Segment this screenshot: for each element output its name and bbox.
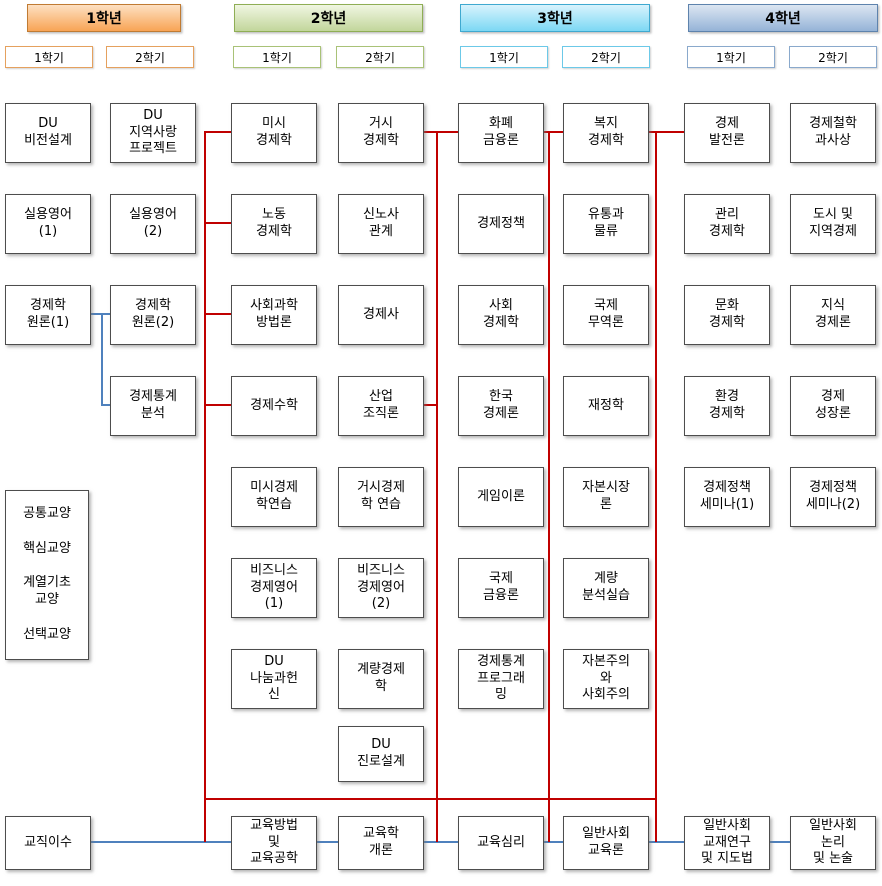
course-economic-development: 경제 발전론 (684, 103, 770, 163)
teaching-certificate-box: 교직이수 (5, 816, 91, 870)
course-urban-regional-economy: 도시 및 지역경제 (790, 194, 876, 254)
course-teaching-methods: 교육방법 및 교육공학 (231, 816, 317, 870)
course-capital-markets: 자본시장 론 (563, 467, 649, 527)
course-du-career: DU 진로설계 (338, 726, 424, 782)
course-money-finance: 화폐 금융론 (458, 103, 544, 163)
prereq-line (424, 404, 438, 406)
course-econometrics: 계량경제 학 (338, 649, 424, 709)
course-game-theory: 게임이론 (458, 467, 544, 527)
course-industrial-organization: 산업 조직론 (338, 376, 424, 436)
prereq-line (204, 222, 231, 224)
course-social-science-methodology: 사회과학 방법론 (231, 285, 317, 345)
course-cultural-economics: 문화 경제학 (684, 285, 770, 345)
course-social-economics: 사회 경제학 (458, 285, 544, 345)
course-micro-practice: 미시경제 학연습 (231, 467, 317, 527)
semester-tab-year3-sem2: 2학기 (562, 46, 650, 68)
course-microeconomics: 미시 경제학 (231, 103, 317, 163)
course-macro-practice: 거시경제 학 연습 (338, 467, 424, 527)
course-economic-growth: 경제 성장론 (790, 376, 876, 436)
semester-tab-year1-sem2: 2학기 (106, 46, 194, 68)
prereq-line (204, 798, 657, 800)
general-education-item: 공통교양 (23, 505, 71, 521)
course-du-sharing: DU 나눔과헌 신 (231, 649, 317, 709)
course-capitalism-socialism: 자본주의 와 사회주의 (563, 649, 649, 709)
general-education-item: 선택교양 (23, 627, 71, 643)
course-policy-seminar-1: 경제정책 세미나(1) (684, 467, 770, 527)
prereq-line (543, 131, 563, 133)
course-business-english-2: 비즈니스 경제영어 (2) (338, 558, 424, 618)
semester-tab-year2-sem2: 2학기 (336, 46, 424, 68)
course-knowledge-economy: 지식 경제론 (790, 285, 876, 345)
course-international-finance: 국제 금융론 (458, 558, 544, 618)
prereq-line (436, 131, 438, 842)
course-social-studies-logic: 일반사회 논리 및 논술 (790, 816, 876, 870)
year-header-4: 4학년 (688, 4, 878, 32)
course-economic-philosophy: 경제철학 과사상 (790, 103, 876, 163)
course-education-intro: 교육학 개론 (338, 816, 424, 870)
linkage-line (101, 404, 110, 406)
prereq-line (548, 131, 550, 842)
semester-tab-year1-sem1: 1학기 (5, 46, 93, 68)
semester-tab-year4-sem1: 1학기 (687, 46, 775, 68)
course-public-finance: 재정학 (563, 376, 649, 436)
semester-tab-year4-sem2: 2학기 (789, 46, 877, 68)
prereq-line (204, 131, 206, 842)
course-new-labor-relations: 신노사 관계 (338, 194, 424, 254)
course-du-community-project: DU 지역사랑 프로젝트 (110, 103, 196, 163)
course-economic-policy: 경제정책 (458, 194, 544, 254)
year-header-2: 2학년 (234, 4, 423, 32)
prereq-line (649, 131, 684, 133)
course-korean-economy: 한국 경제론 (458, 376, 544, 436)
course-policy-seminar-2: 경제정책 세미나(2) (790, 467, 876, 527)
course-econ-principles-1: 경제학 원론(1) (5, 285, 91, 345)
course-quantitative-analysis-practice: 계량 분석실습 (563, 558, 649, 618)
course-econ-math: 경제수학 (231, 376, 317, 436)
semester-tab-year2-sem1: 1학기 (233, 46, 321, 68)
course-business-english-1: 비즈니스 경제영어 (1) (231, 558, 317, 618)
prereq-line (204, 131, 231, 133)
course-econ-principles-2: 경제학 원론(2) (110, 285, 196, 345)
course-du-vision: DU 비전설계 (5, 103, 91, 163)
course-managerial-economics: 관리 경제학 (684, 194, 770, 254)
course-economic-history: 경제사 (338, 285, 424, 345)
course-macroeconomics: 거시 경제학 (338, 103, 424, 163)
semester-tab-year3-sem1: 1학기 (460, 46, 548, 68)
general-education-item: 핵심교양 (23, 540, 71, 556)
year-header-1: 1학년 (27, 4, 181, 32)
prereq-line (204, 404, 231, 406)
course-distribution-logistics: 유통과 물류 (563, 194, 649, 254)
course-welfare-economics: 복지 경제학 (563, 103, 649, 163)
course-practical-english-2: 실용영어 (2) (110, 194, 196, 254)
course-social-studies-materials: 일반사회 교재연구 및 지도법 (684, 816, 770, 870)
prereq-line (204, 313, 231, 315)
course-econ-statistics: 경제통계 분석 (110, 376, 196, 436)
year-header-3: 3학년 (460, 4, 650, 32)
prereq-line (424, 131, 458, 133)
course-labor-economics: 노동 경제학 (231, 194, 317, 254)
linkage-line (101, 313, 103, 406)
course-international-trade: 국제 무역론 (563, 285, 649, 345)
course-practical-english-1: 실용영어 (1) (5, 194, 91, 254)
course-social-studies-education: 일반사회 교육론 (563, 816, 649, 870)
linkage-line (91, 841, 790, 843)
linkage-line (91, 313, 110, 315)
course-econ-stat-programming: 경제통계 프로그래 밍 (458, 649, 544, 709)
general-education-item: 계열기초 교양 (23, 575, 71, 608)
prereq-line (655, 131, 657, 842)
course-environmental-economics: 환경 경제학 (684, 376, 770, 436)
course-educational-psychology: 교육심리 (458, 816, 544, 870)
